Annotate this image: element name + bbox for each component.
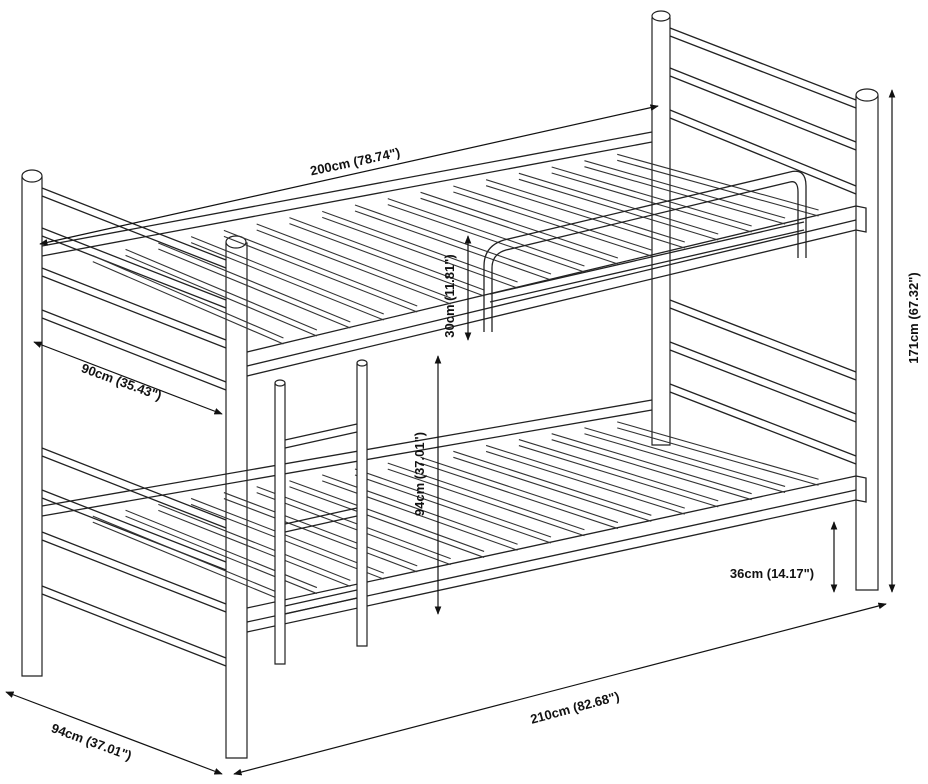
- slat: [420, 462, 619, 530]
- slat: [617, 427, 819, 486]
- bottom-bunk-slats: [92, 421, 819, 602]
- slat: [420, 456, 619, 524]
- ladder: [274, 359, 368, 665]
- slat: [125, 254, 318, 337]
- slat: [158, 248, 351, 329]
- slat: [584, 160, 786, 219]
- slat: [190, 497, 384, 574]
- bottom-bunk-frame: [41, 399, 867, 633]
- slat: [551, 439, 752, 501]
- total-height-label: 171cm (67.32"): [906, 272, 921, 363]
- dimension-lines: [5, 89, 896, 776]
- slat: [453, 450, 652, 516]
- slat: [420, 197, 619, 265]
- bunk-gap-label: 94cm (37.01"): [412, 432, 427, 516]
- slat: [256, 492, 451, 566]
- floor-clearance-label: 36cm (14.17"): [730, 566, 814, 581]
- slat: [518, 178, 719, 241]
- bed-frame: [21, 10, 879, 759]
- slat: [158, 509, 351, 587]
- guard-height-label: 30cm (11.81"): [442, 254, 457, 338]
- slat: [420, 191, 619, 259]
- slat: [617, 421, 819, 480]
- slat: [223, 492, 418, 567]
- slat: [223, 235, 418, 313]
- slat: [190, 503, 384, 580]
- slat: [518, 445, 719, 508]
- slat: [485, 444, 685, 509]
- slat: [256, 486, 451, 560]
- slat: [92, 515, 284, 596]
- slat: [354, 468, 552, 538]
- corner-posts: [21, 10, 879, 759]
- top-width-label: 90cm (35.43"): [79, 360, 163, 403]
- slat: [92, 521, 284, 602]
- slat: [289, 480, 485, 552]
- slat: [584, 166, 786, 225]
- head-end-rails: [669, 27, 857, 465]
- top-bunk-frame: [41, 131, 867, 377]
- slat: [584, 427, 786, 487]
- slat: [158, 242, 351, 323]
- slat: [387, 468, 585, 537]
- slat: [617, 159, 819, 217]
- slat: [92, 255, 284, 339]
- slat: [453, 185, 652, 251]
- slat: [322, 474, 518, 545]
- slat: [518, 439, 719, 502]
- total-length-label: 210cm (82.68"): [529, 689, 621, 727]
- slat: [453, 191, 652, 257]
- slat: [125, 248, 318, 331]
- slat: [92, 261, 284, 345]
- slat: [125, 515, 318, 595]
- slat: [453, 456, 652, 522]
- total-width-label: 94cm (37.01"): [49, 720, 133, 763]
- slat: [322, 480, 518, 551]
- slat: [158, 503, 351, 581]
- slat: [190, 242, 384, 321]
- slat: [551, 433, 752, 495]
- slat: [190, 236, 384, 315]
- slat: [485, 450, 685, 515]
- slat: [584, 433, 786, 493]
- slat: [289, 486, 485, 558]
- slat: [354, 474, 552, 544]
- slat: [387, 462, 585, 531]
- slat: [518, 172, 719, 235]
- slat: [223, 498, 418, 573]
